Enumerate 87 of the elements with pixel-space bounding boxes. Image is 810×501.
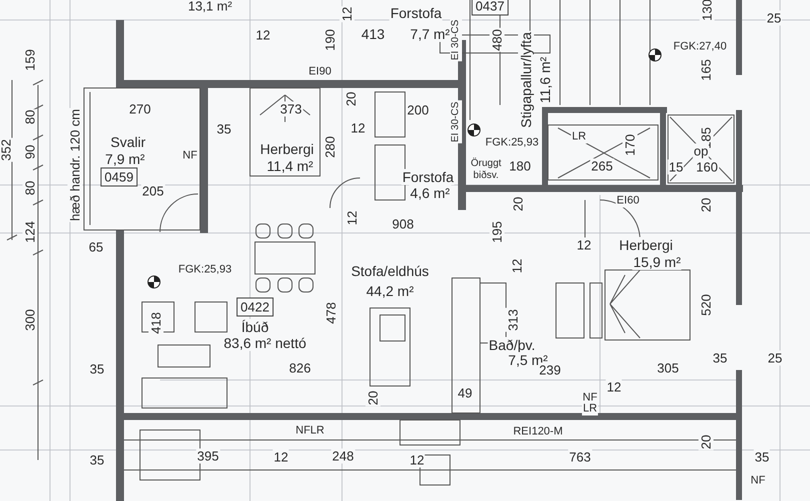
dimension-label: 165 — [698, 58, 714, 82]
dimension-label: 205 — [141, 184, 165, 198]
dimension-label: 124 — [22, 220, 38, 244]
area-label: 11,6 m² — [537, 56, 553, 104]
dimension-label: 313 — [506, 308, 520, 332]
room-name: Forstofa — [401, 169, 455, 185]
area-label: 11,4 m² — [266, 158, 314, 174]
area-label: 4,6 m² — [409, 185, 451, 201]
dimension-label: 35 — [216, 122, 232, 136]
dimension-label: 12 — [340, 6, 354, 22]
dimension-label: 763 — [568, 450, 592, 464]
room-name: Herbergi — [259, 141, 315, 157]
level-label: FGK:25,93 — [484, 136, 540, 150]
fire-rating-label: EI60 — [616, 194, 640, 208]
dimension-label: 20 — [366, 390, 380, 406]
level-label: FGK:25,93 — [177, 264, 233, 276]
dimension-label: 478 — [324, 301, 338, 325]
fire-rating-label: EI 30-CS — [450, 100, 462, 144]
room-number: 0422 — [236, 298, 274, 316]
area-label: 7,7 m² — [409, 26, 451, 42]
area-label: 44,2 m² — [365, 283, 415, 299]
note-label: Öruggt — [470, 158, 502, 170]
dimension-label: 190 — [322, 28, 338, 52]
dimension-label: 395 — [196, 448, 220, 464]
dimension-label: 160 — [695, 160, 719, 174]
dimension-label: 35 — [712, 350, 728, 366]
fire-rating-label: EI 30-CS — [450, 18, 462, 62]
dimension-label: 413 — [360, 26, 386, 42]
dimension-label: 195 — [490, 220, 504, 244]
dimension-label: 20 — [698, 434, 714, 450]
note-label: hæð handr. 120 cm — [68, 108, 82, 222]
level-label: FGK:27,40 — [672, 40, 728, 54]
dimension-label: 418 — [148, 311, 164, 335]
area-label: 13,1 m² — [186, 0, 234, 14]
dimension-label: 12 — [344, 210, 360, 226]
dimension-label: 35 — [88, 362, 106, 376]
dimension-label: 49 — [456, 386, 474, 400]
room-name: Herbergi — [618, 237, 674, 253]
dimension-label: 90 — [22, 144, 38, 160]
dimension-label: 265 — [590, 158, 614, 174]
area-label: 83,6 m² nettó — [222, 335, 308, 351]
area-label: 7,9 m² — [104, 151, 146, 167]
dimension-label: 25 — [766, 10, 782, 26]
dimension-label: 20 — [344, 90, 358, 108]
room-name: Stigapallur/lyfta — [518, 31, 534, 129]
dimension-label: 80 — [22, 180, 38, 196]
dimension-label: 159 — [22, 48, 38, 72]
dimension-label: 270 — [128, 102, 152, 116]
note-label: LR — [582, 402, 598, 416]
room-name: Íbúð — [240, 319, 270, 335]
dimension-label: 200 — [406, 102, 430, 118]
dimension-label: 170 — [622, 133, 638, 157]
room-name: Bað/þv. — [488, 337, 536, 353]
dimension-label: 12 — [576, 238, 592, 252]
dimension-label: 352 — [0, 138, 14, 162]
dimension-label: 12 — [254, 28, 272, 42]
dimension-label: 15 — [668, 160, 684, 174]
dimension-label: 20 — [510, 196, 526, 212]
dimension-label: 25 — [766, 350, 784, 366]
dimension-label: 826 — [288, 360, 312, 376]
dimension-label: 130 — [700, 0, 714, 22]
dimension-label: 12 — [606, 380, 622, 394]
dimension-label: 300 — [22, 308, 38, 332]
dimension-label: 12 — [510, 258, 524, 274]
dimension-label: 80 — [22, 108, 38, 126]
area-label: 15,9 m² — [632, 254, 682, 270]
room-number: 0459 — [100, 168, 138, 186]
room-name: Svalir — [110, 134, 146, 150]
dimension-label: 35 — [88, 452, 106, 468]
room-number: 0437 — [472, 0, 508, 16]
dimension-label: 248 — [331, 448, 355, 464]
dimension-label: 35 — [754, 450, 770, 464]
dimension-label: 305 — [656, 360, 680, 376]
room-name: Stofa/eldhús — [350, 263, 430, 279]
dimension-label: 12 — [350, 120, 366, 136]
dimension-label: 12 — [272, 450, 290, 464]
dimension-label: 908 — [391, 216, 415, 232]
dimension-label: 520 — [698, 293, 714, 317]
dimension-label: 65 — [88, 240, 104, 254]
dimension-label: 12 — [408, 452, 426, 468]
note-label: LR — [570, 130, 588, 144]
dimension-label: 180 — [508, 158, 532, 174]
room-name: Forstofa — [389, 5, 443, 21]
dimension-label: 373 — [279, 102, 303, 116]
dimension-label: 480 — [490, 28, 504, 52]
dimension-label: 20 — [698, 196, 714, 214]
dimension-label: 280 — [322, 135, 338, 159]
